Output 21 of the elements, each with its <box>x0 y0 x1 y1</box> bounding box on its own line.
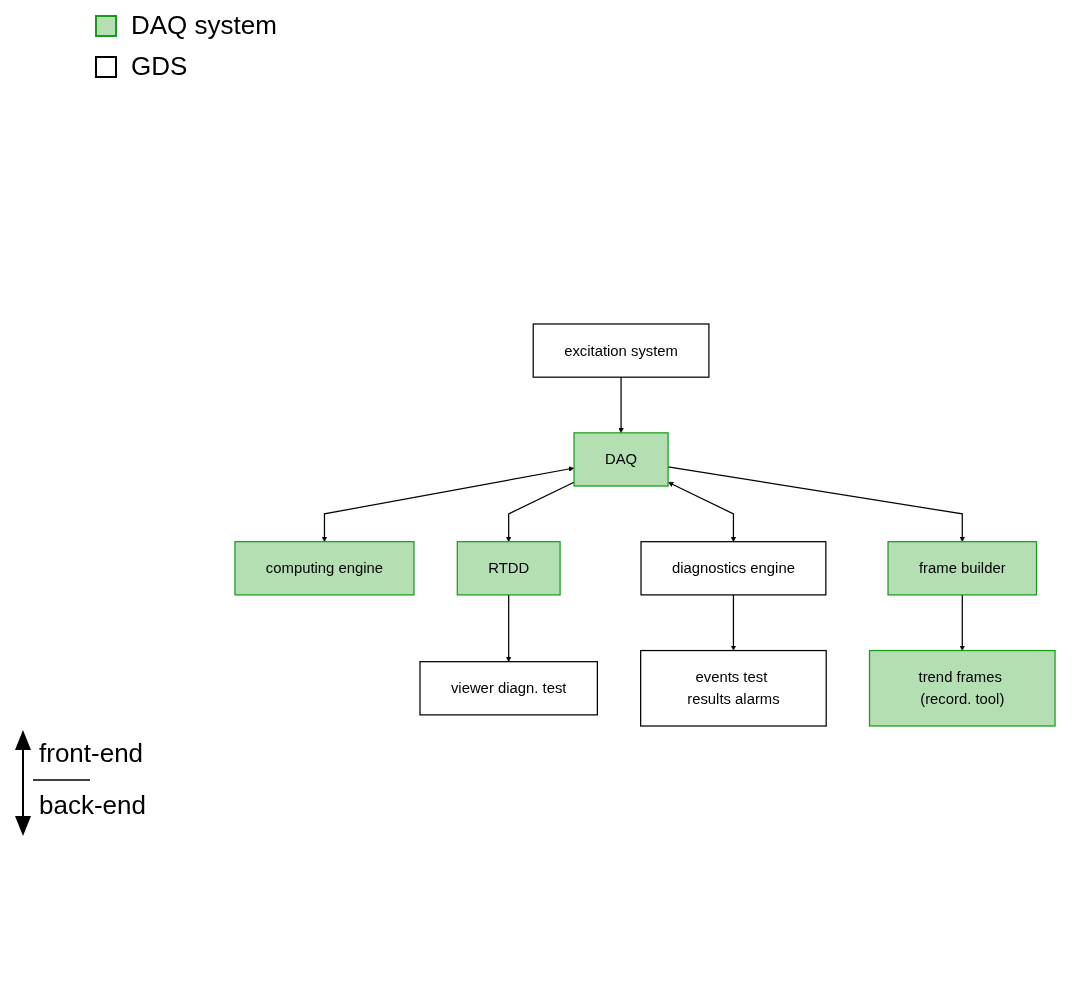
arrow <box>321 466 575 542</box>
node-box: excitation system <box>532 323 710 378</box>
side-label: back-end <box>39 790 146 821</box>
node-box: frame builder <box>887 541 1038 596</box>
arrow <box>505 481 575 542</box>
legend-text: GDS <box>131 51 188 82</box>
arrow <box>730 594 737 651</box>
node-box: computing engine <box>234 541 415 596</box>
node-box: viewer diagn. test <box>419 661 598 716</box>
node-box: events test results alarms <box>640 649 827 727</box>
node-box: DAQ <box>573 432 669 487</box>
side-label: front-end <box>39 738 144 769</box>
node-box: RTDD <box>456 541 561 596</box>
legend-text: DAQ system <box>131 10 277 41</box>
arrow <box>618 376 624 434</box>
arrow <box>667 466 965 542</box>
arrow <box>505 594 512 662</box>
arrow <box>668 482 737 542</box>
arrow <box>959 594 965 651</box>
node-box: trend frames (record. tool) <box>868 649 1056 727</box>
node-box: diagnostics engine <box>640 541 827 596</box>
